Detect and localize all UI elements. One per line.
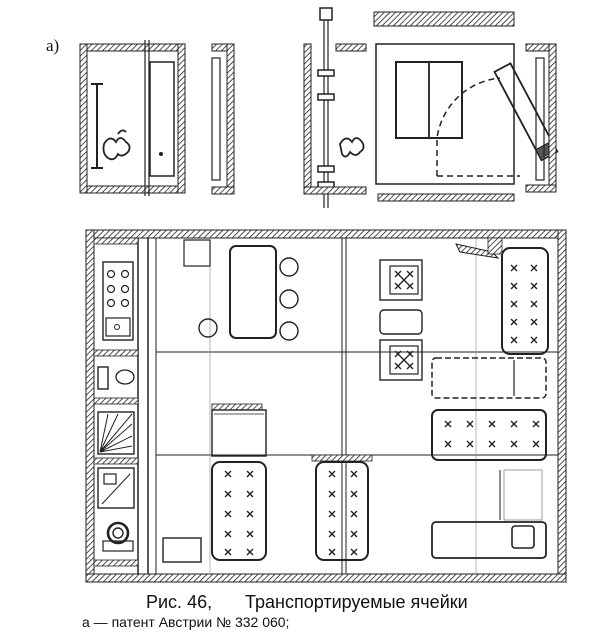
- cross-mark: [400, 276, 408, 284]
- cross-mark: [246, 530, 254, 538]
- cross-mark: [532, 440, 540, 448]
- cross-mark: [328, 490, 336, 498]
- cross-mark: [466, 440, 474, 448]
- cross-mark: [510, 318, 518, 326]
- cross-mark: [394, 282, 402, 290]
- bed-cross-marks: [224, 264, 540, 556]
- cross-mark: [246, 490, 254, 498]
- cross-mark: [510, 336, 518, 344]
- cross-mark: [246, 548, 254, 556]
- cross-mark: [224, 510, 232, 518]
- side-panel-top: [211, 43, 235, 195]
- cross-mark: [510, 282, 518, 290]
- cross-mark: [406, 282, 414, 290]
- cross-mark: [406, 362, 414, 370]
- cross-mark: [350, 530, 358, 538]
- cross-mark: [350, 490, 358, 498]
- unit-top-right: [303, 7, 559, 208]
- cross-mark: [394, 350, 402, 358]
- cross-mark: [350, 510, 358, 518]
- cross-mark: [406, 270, 414, 278]
- cross-mark: [444, 440, 452, 448]
- cross-mark: [406, 350, 414, 358]
- cross-mark: [224, 530, 232, 538]
- cross-mark: [328, 530, 336, 538]
- figure-title: Транспортируемые ячейки: [245, 592, 468, 612]
- cross-mark: [530, 282, 538, 290]
- cross-mark: [488, 420, 496, 428]
- part-label: a): [46, 36, 60, 55]
- cross-mark: [510, 264, 518, 272]
- cross-mark: [510, 440, 518, 448]
- cross-mark: [530, 336, 538, 344]
- cross-mark: [510, 300, 518, 308]
- unit-top-left: [79, 40, 186, 196]
- cross-mark: [328, 548, 336, 556]
- cross-mark: [246, 510, 254, 518]
- figure-subcaption: a — патент Австрии № 332 060;: [82, 614, 290, 630]
- cross-mark: [328, 470, 336, 478]
- cross-mark: [246, 470, 254, 478]
- cross-mark: [224, 548, 232, 556]
- cross-mark: [532, 420, 540, 428]
- cross-mark: [510, 420, 518, 428]
- cross-mark: [530, 318, 538, 326]
- cross-mark: [488, 440, 496, 448]
- cross-mark: [394, 362, 402, 370]
- cross-mark: [444, 420, 452, 428]
- cross-mark: [328, 510, 336, 518]
- cross-mark: [350, 470, 358, 478]
- cross-mark: [224, 470, 232, 478]
- cross-mark: [530, 300, 538, 308]
- cross-mark: [466, 420, 474, 428]
- cross-mark: [224, 490, 232, 498]
- cross-mark: [400, 356, 408, 364]
- cross-mark: [530, 264, 538, 272]
- cross-mark: [394, 270, 402, 278]
- cross-mark: [350, 548, 358, 556]
- figure-number: Рис. 46,: [146, 592, 213, 612]
- bottom-plan: [85, 229, 567, 583]
